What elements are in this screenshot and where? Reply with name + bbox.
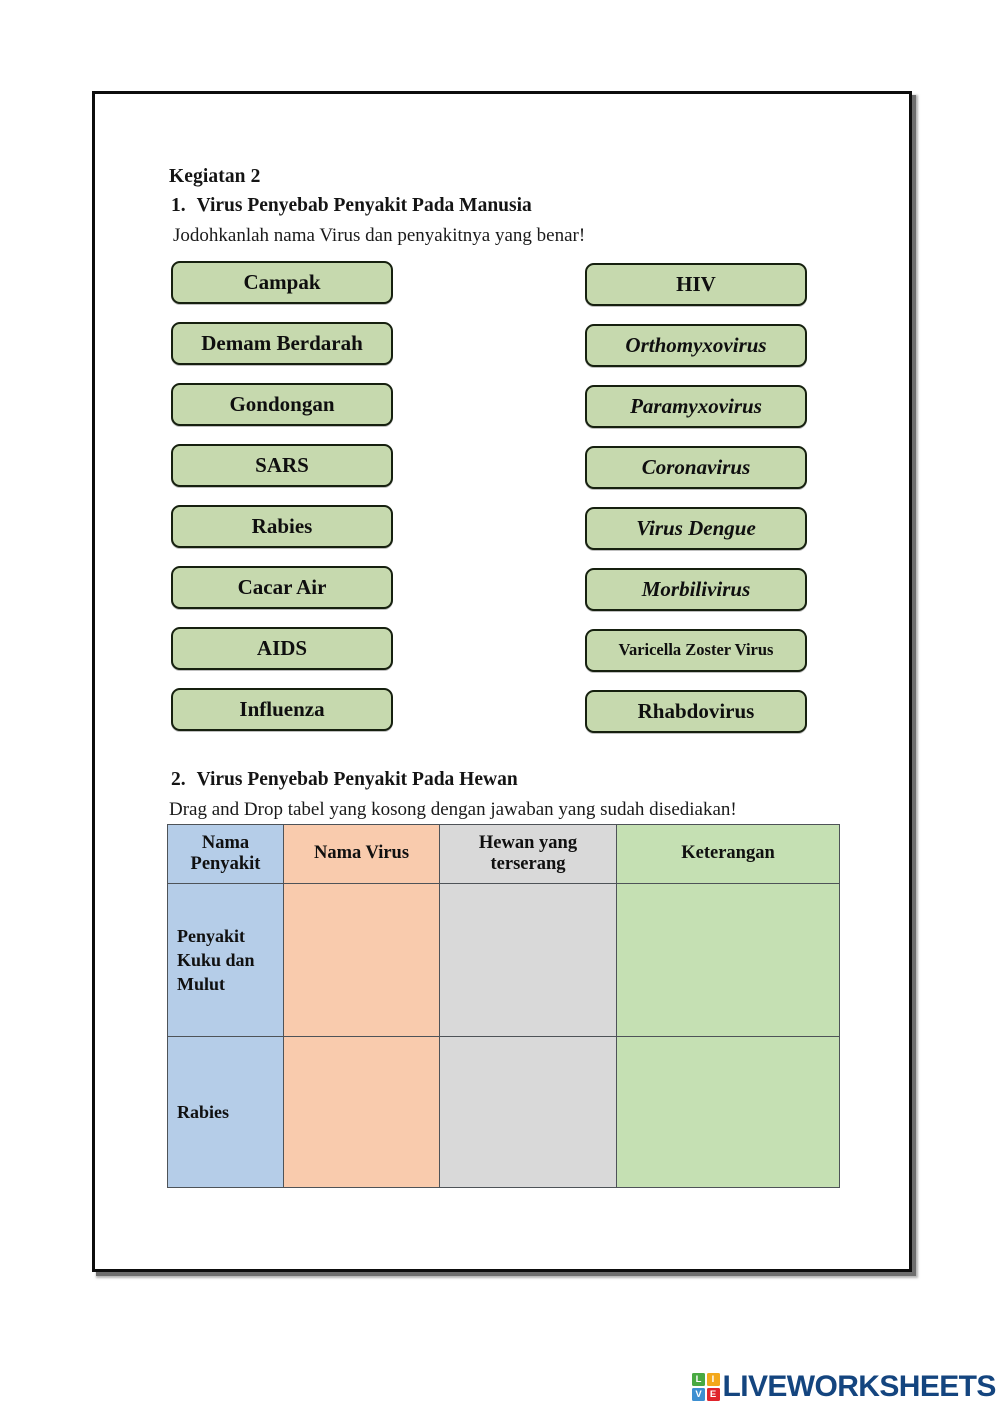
disease-chip-gondongan[interactable]: Gondongan [171,383,393,426]
disease-chip-aids[interactable]: AIDS [171,627,393,670]
logo-tile-e: E [706,1387,720,1401]
logo-tile-l: L [692,1373,705,1387]
virus-chip-paramyxovirus[interactable]: Paramyxovirus [585,385,807,428]
table-row: Penyakit Kuku dan Mulut [167,883,840,1037]
section-2-number: 2. [171,769,186,790]
animal-virus-table: Nama Penyakit Nama Virus Hewan yang ters… [167,824,840,1188]
dropzone-hewan-terserang-row2[interactable] [439,1036,617,1188]
disease-chip-sars[interactable]: SARS [171,444,393,487]
section-2-instruction: Drag and Drop tabel yang kosong dengan j… [169,799,737,820]
section-2-heading: 2. Virus Penyebab Penyakit Pada Hewan [171,769,518,791]
dropzone-hewan-terserang-row1[interactable] [439,883,617,1037]
cell-nama-penyakit-row2: Rabies [167,1036,284,1188]
dropzone-keterangan-row1[interactable] [616,883,840,1037]
column-header-hewan-terserang: Hewan yang terserang [439,824,617,884]
disease-chip-campak[interactable]: Campak [171,261,393,304]
dropzone-nama-virus-row2[interactable] [283,1036,440,1188]
section-1-instruction: Jodohkanlah nama Virus dan penyakitnya y… [173,225,586,246]
section-1-heading: 1. Virus Penyebab Penyakit Pada Manusia [171,195,532,217]
virus-chip-hiv[interactable]: HIV [585,263,807,306]
logo-tile-i: I [706,1373,720,1387]
column-header-nama-virus: Nama Virus [283,824,440,884]
liveworksheets-wordmark: LIVEWORKSHEETS [722,1370,997,1403]
logo-tile-v: V [692,1387,705,1401]
section-2-title: Virus Penyebab Penyakit Pada Hewan [196,769,518,790]
virus-chip-varicella-zoster-virus[interactable]: Varicella Zoster Virus [585,629,807,672]
dropzone-nama-virus-row1[interactable] [283,883,440,1037]
virus-chip-rhabdovirus[interactable]: Rhabdovirus [585,690,807,733]
disease-chip-rabies[interactable]: Rabies [171,505,393,548]
liveworksheets-logo: L I V E LIVEWORKSHEETS [692,1372,996,1402]
virus-chip-coronavirus[interactable]: Coronavirus [585,446,807,489]
activity-title: Kegiatan 2 [169,166,261,187]
virus-chip-virus-dengue[interactable]: Virus Dengue [585,507,807,550]
table-header-row: Nama Penyakit Nama Virus Hewan yang ters… [167,824,840,884]
liveworksheets-logo-tiles: L I V E [692,1373,720,1401]
worksheet-page: Kegiatan 2 1. Virus Penyebab Penyakit Pa… [92,91,912,1272]
disease-chip-influenza[interactable]: Influenza [171,688,393,731]
virus-chip-orthomyxovirus[interactable]: Orthomyxovirus [585,324,807,367]
disease-chip-demam-berdarah[interactable]: Demam Berdarah [171,322,393,365]
section-1-title: Virus Penyebab Penyakit Pada Manusia [196,195,532,216]
dropzone-keterangan-row2[interactable] [616,1036,840,1188]
column-header-keterangan: Keterangan [616,824,840,884]
column-header-nama-penyakit: Nama Penyakit [167,824,284,884]
cell-nama-penyakit-row1: Penyakit Kuku dan Mulut [167,883,284,1037]
table-row: Rabies [167,1036,840,1188]
section-1-number: 1. [171,195,186,216]
worksheet-content: Kegiatan 2 1. Virus Penyebab Penyakit Pa… [95,94,909,1269]
disease-chip-cacar-air[interactable]: Cacar Air [171,566,393,609]
virus-chip-morbilivirus[interactable]: Morbilivirus [585,568,807,611]
